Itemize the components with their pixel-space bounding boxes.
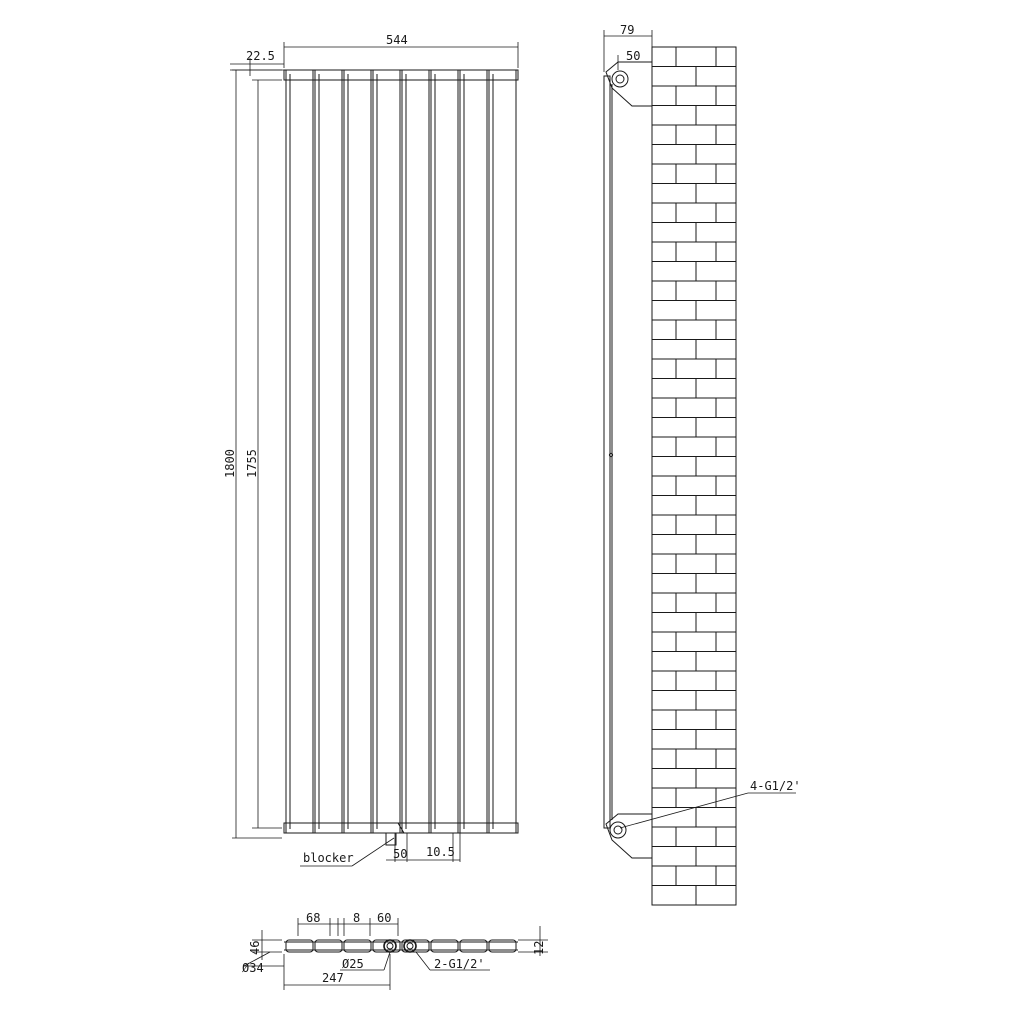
height-total-label: 1800 [223, 449, 237, 478]
pipe-span-label: 60 [377, 911, 391, 925]
margin-dimension-label: 22.5 [246, 49, 275, 63]
front-column [460, 70, 487, 833]
thickness-label: 12 [532, 941, 546, 955]
height-dimensions: 1800 1755 [223, 70, 282, 838]
front-column [315, 70, 342, 833]
front-column [431, 70, 458, 833]
bottom-tube [402, 940, 429, 952]
bottom-tube [489, 940, 516, 952]
bottom-tube [286, 940, 313, 952]
pipe-offset-label: 247 [322, 971, 344, 985]
bottom-connection-label: 2-G1/2' [434, 957, 485, 971]
front-column [344, 70, 371, 833]
brick-pattern [652, 47, 736, 905]
front-column [286, 70, 313, 833]
pipe-spacing-label: 50 [393, 847, 407, 861]
front-view: 544 22.5 1800 1755 [223, 33, 518, 866]
pipe-diameter-label: Ø25 [342, 957, 364, 971]
bottom-wall-bracket [606, 814, 652, 858]
height-inner-label: 1755 [245, 449, 259, 478]
bottom-tube [431, 940, 458, 952]
bottom-top-dimensions: 68 8 60 [298, 911, 398, 936]
side-panel [604, 76, 610, 828]
front-top-header [284, 70, 518, 80]
front-columns [286, 70, 516, 833]
wall-offset-label: 50 [626, 49, 640, 63]
bottom-tube [315, 940, 342, 952]
margin-dimension: 22.5 [230, 49, 284, 76]
bottom-tube [373, 940, 400, 952]
side-connection-label: 4-G1/2' [750, 779, 801, 793]
thickness-dimension: 12 [518, 926, 548, 956]
front-bottom-header [284, 823, 518, 833]
blocker-label: blocker [303, 851, 354, 865]
connection-callout: 4-G1/2' [620, 779, 801, 828]
width-dimension-label: 544 [386, 33, 408, 47]
bottom-view: 68 8 60 12 46 Ø34 [242, 911, 548, 990]
bottom-tube [460, 940, 487, 952]
gap-label: 8 [353, 911, 360, 925]
tube-diameter-label: Ø34 [242, 961, 264, 975]
depth-dimension: 79 50 [604, 23, 652, 72]
top-wall-bracket [606, 62, 652, 106]
front-column [402, 70, 429, 833]
depth-label: 79 [620, 23, 634, 37]
width-dimension: 544 [284, 33, 518, 68]
bottom-tube [344, 940, 371, 952]
bottom-depth-label: 46 [248, 941, 262, 955]
offset-label: 10.5 [426, 845, 455, 859]
bottom-inlet-pipes [384, 940, 416, 952]
bottom-pipe-callouts: Ø25 2-G1/2' 247 [284, 952, 490, 990]
blocker-detail: 50 10.5 blocker [300, 823, 460, 866]
bottom-left-dimensions: 46 Ø34 [242, 930, 284, 975]
column-width-label: 68 [306, 911, 320, 925]
bottom-tubes [286, 940, 516, 952]
front-column [489, 70, 516, 833]
side-view: 79 50 4-G1/2' [604, 23, 801, 905]
